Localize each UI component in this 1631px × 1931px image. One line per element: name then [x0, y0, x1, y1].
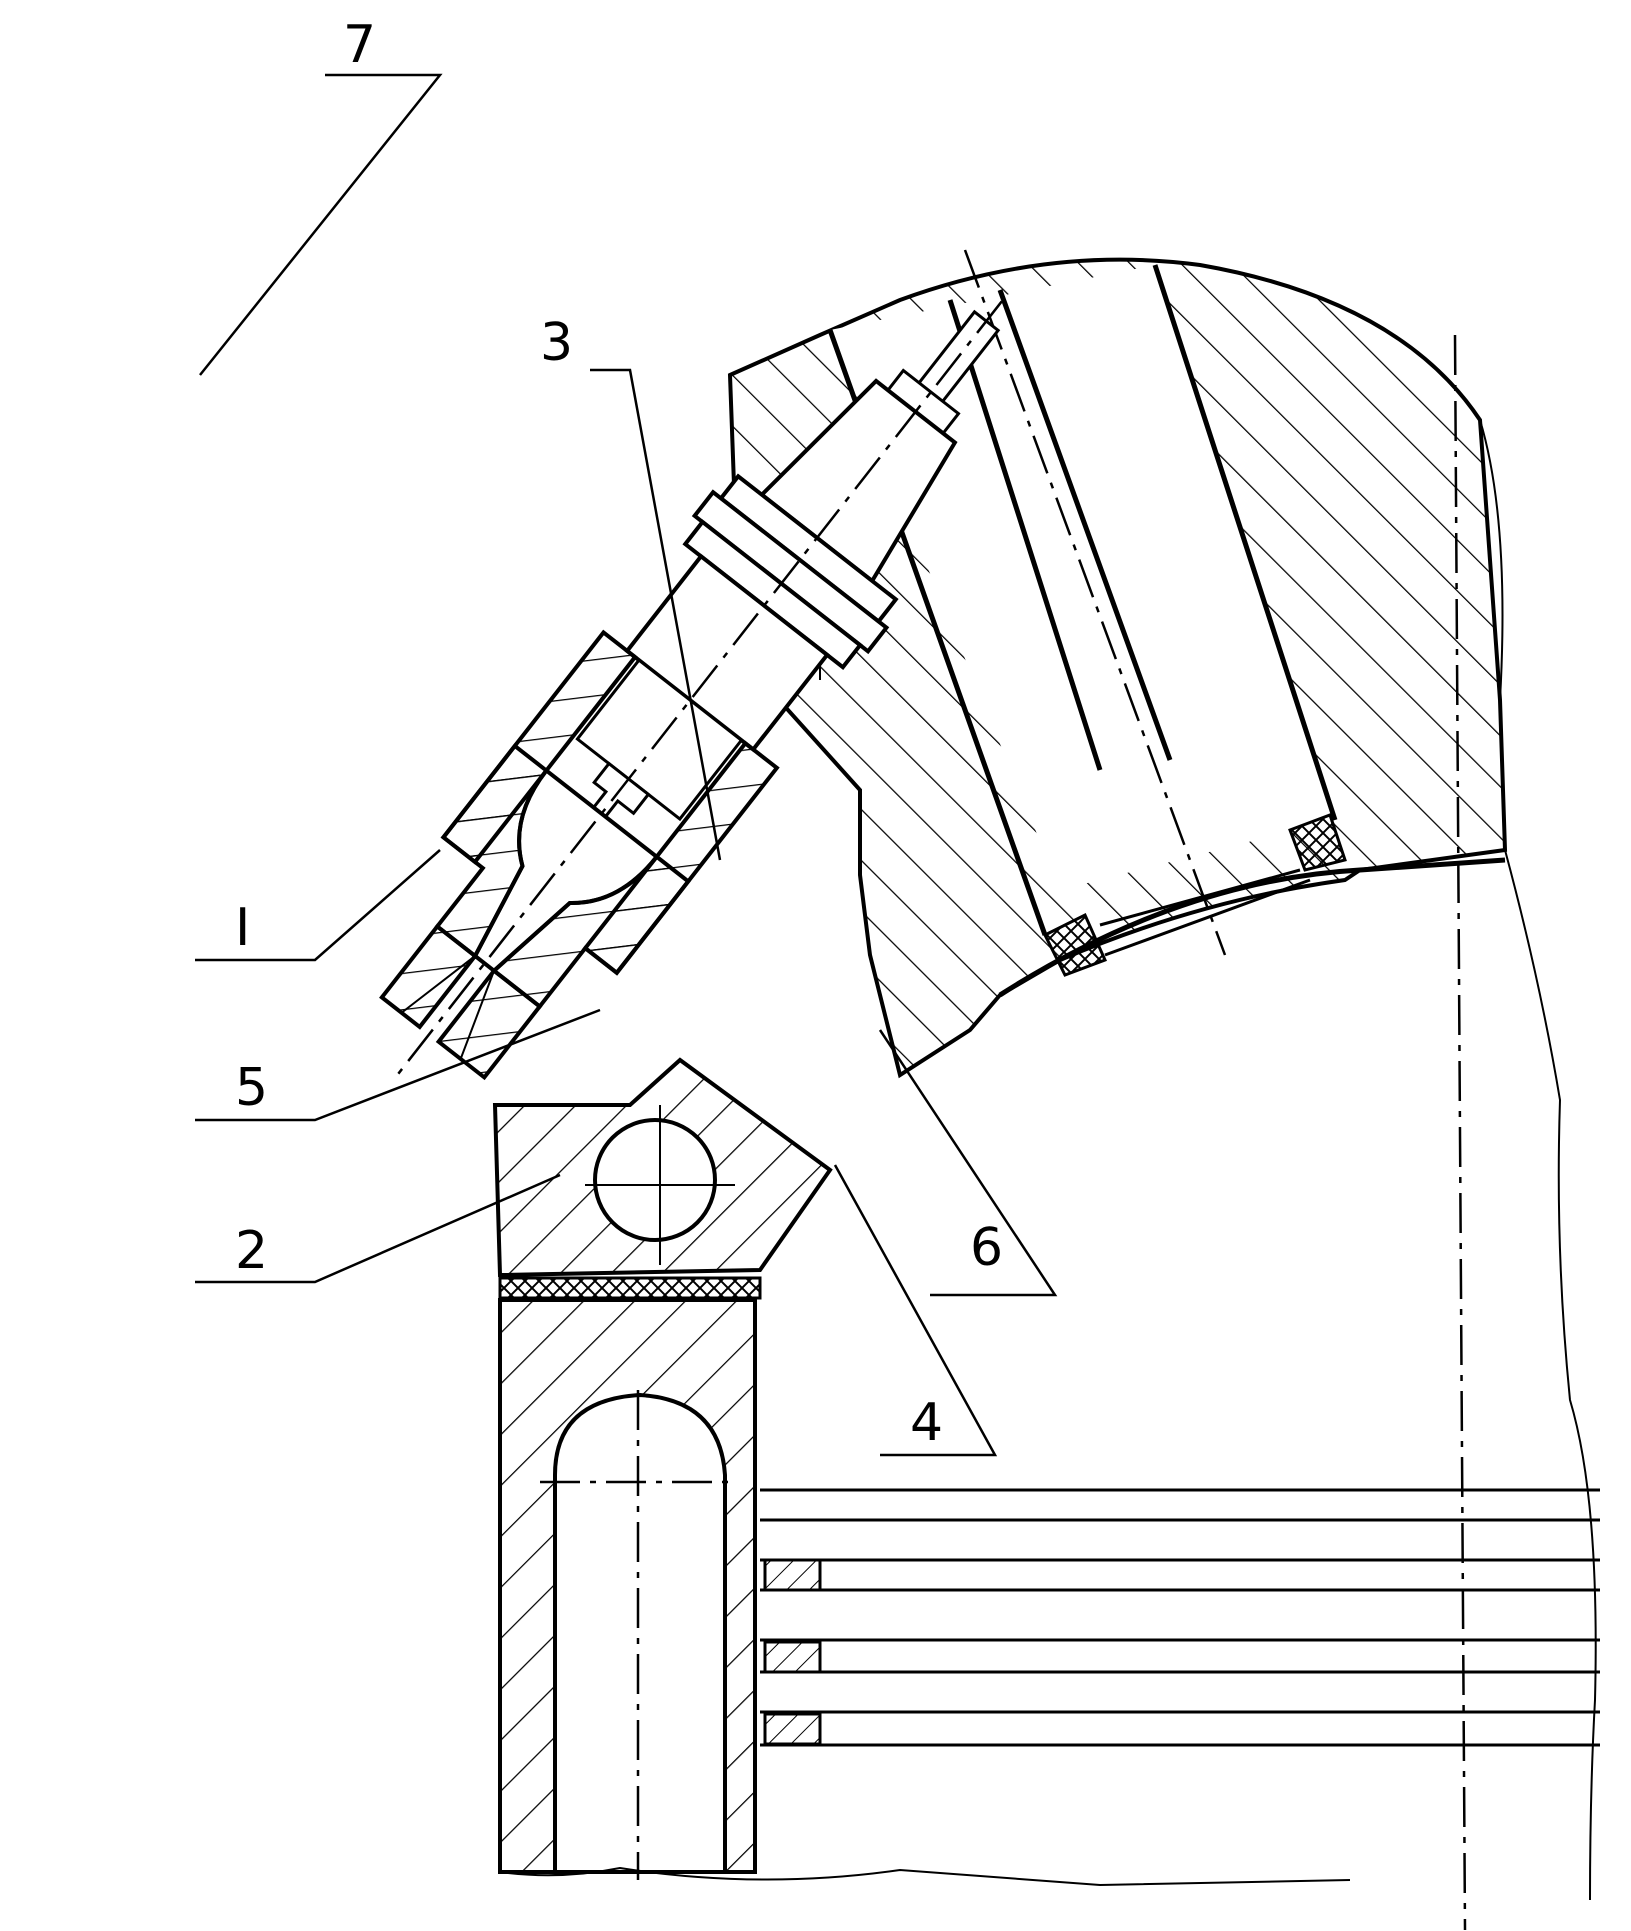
gasket [498, 1276, 762, 1300]
block-bolt-crosshair [585, 1105, 735, 1265]
nozzle-jet-lines [400, 955, 495, 1060]
valve-channel [830, 265, 1335, 890]
leader-4 [833, 1164, 998, 1457]
leader-lines [195, 73, 1058, 1457]
leader-3 [590, 368, 722, 861]
label-5: 5 [235, 1058, 268, 1118]
leader-2 [195, 1173, 561, 1284]
cylinder-wall-right [1479, 419, 1597, 1901]
valve-axis [963, 249, 1227, 956]
ring-2 [763, 1640, 822, 1674]
label-3: 3 [540, 313, 573, 373]
leader-I [195, 849, 441, 962]
piston-pin-axis [540, 1390, 735, 1880]
plug-axis [391, 300, 1003, 1083]
spark-plug-assembly [379, 300, 1003, 1083]
cylinder-head [715, 257, 1508, 1079]
cylinder-centerline [1453, 334, 1467, 1931]
ring-3 [763, 1712, 822, 1746]
part-labels: 7 3 I 5 2 6 4 [235, 15, 1003, 1453]
label-7: 7 [343, 15, 376, 75]
prechamber-wall-right [490, 853, 692, 1010]
label-4: 4 [910, 1393, 943, 1453]
cylinder-wall [963, 249, 1597, 1931]
leader-6 [878, 1029, 1058, 1297]
ring-1 [763, 1558, 822, 1592]
block-bolt-hole [593, 1118, 717, 1242]
piston-skirt-line [499, 1866, 1351, 1887]
label-6: 6 [970, 1218, 1003, 1278]
piston-assembly [498, 1298, 1600, 1887]
prechamber-block [492, 1057, 833, 1300]
label-I: I [235, 898, 250, 958]
leader-7 [199, 73, 443, 376]
nozzle-left [379, 923, 478, 1030]
combustion-chamber-wall [998, 857, 1506, 998]
valve-channel-edges [827, 264, 1338, 936]
leader-5 [195, 1008, 601, 1122]
ring-grooves [760, 1488, 1600, 1747]
label-2: 2 [235, 1221, 268, 1281]
piston-bore [553, 1392, 727, 1874]
prechamber-wall-left [434, 743, 550, 960]
